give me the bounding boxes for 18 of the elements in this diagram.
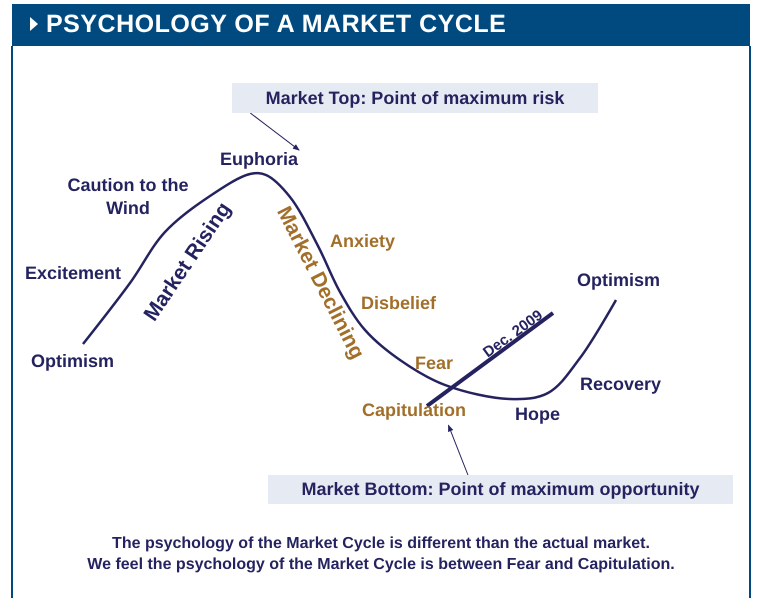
phase-label: Disbelief	[361, 293, 436, 313]
phase-label: Euphoria	[220, 149, 310, 173]
phase-label: Optimism	[577, 270, 660, 291]
title: PSYCHOLOGY OF A MARKET CYCLE	[46, 10, 506, 39]
footnote: The psychology of the Market Cycle is different than the actual market.	[111, 535, 651, 554]
phase-label: Fear	[415, 353, 454, 374]
phase-label: Caution to the Wind	[66, 174, 188, 218]
phase-label: Capitulation	[362, 400, 482, 424]
phase-label: Excitement	[25, 263, 122, 284]
callout-box: Market Top: Point of maximum risk	[232, 83, 598, 113]
phase-label: Recovery	[580, 374, 662, 395]
footnote: We feel the psychology of the Market Cycle is between Fear and Capitulation.	[86, 556, 676, 574]
callout-box: Market Bottom: Point of maximum opportunity	[268, 475, 733, 504]
leader-arrow	[448, 424, 468, 476]
phase-label: Optimism	[31, 351, 114, 372]
phase-label: Hope	[515, 404, 560, 425]
leader-arrow	[250, 112, 300, 151]
phase-label: Anxiety	[330, 231, 396, 252]
